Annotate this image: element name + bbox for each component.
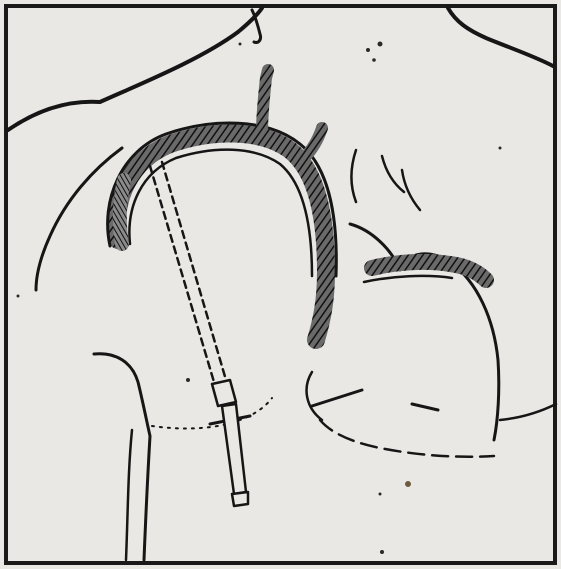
descending-vessel-segment: [120, 180, 124, 244]
brachiocephalic-vessel: [262, 70, 268, 132]
syringe-tip: [232, 492, 248, 506]
